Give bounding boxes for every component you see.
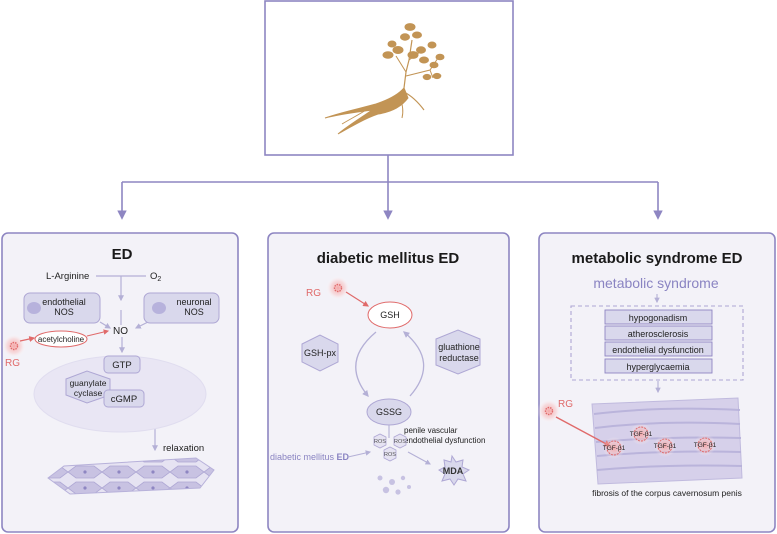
condition-item: atherosclerosis — [628, 329, 689, 339]
gsh-label: GSH — [380, 310, 400, 320]
panel-diabetic-ed — [267, 232, 510, 533]
condition-item: hyperglycaemia — [626, 362, 689, 372]
no-label: NO — [113, 326, 128, 337]
ros-cluster: ROS ROS ROS — [373, 433, 407, 462]
gtp-label: GTP — [112, 360, 132, 371]
rg-glow-icon — [326, 276, 350, 300]
cgmp-label: cGMP — [111, 394, 137, 405]
gtp-node — [103, 355, 141, 374]
metabolic-syndrome-subtitle: metabolic syndrome — [593, 275, 718, 291]
ros-label: ROS — [374, 439, 386, 445]
tgf-b1-label: TGF-β1 — [654, 443, 677, 450]
gsh-px-label: GSH-px — [304, 348, 337, 358]
mda-label: MDA — [443, 466, 464, 476]
rg-glow-icon — [2, 334, 26, 358]
gssg-label: GSSG — [376, 407, 402, 417]
rg-label-ms: RG — [558, 399, 573, 410]
particle-dots — [377, 475, 411, 495]
neuronal-nos-node — [143, 292, 220, 324]
tgf-b1-label: TGF-β1 — [694, 442, 717, 449]
fibrosis-label: fibrosis of the corpus cavernosum penis — [592, 488, 742, 498]
condition-item: endothelial dysfunction — [612, 345, 704, 355]
tgf-b1-label: TGF-β1 — [603, 445, 626, 452]
o2-label: O2 — [150, 271, 161, 283]
diabetic-mellitus-ed-label: diabetic mellitus ED — [270, 452, 350, 462]
gsh-node — [367, 301, 413, 329]
rg-label-ed: RG — [5, 358, 20, 369]
condition-list: hypogonadism atherosclerosis endothelial… — [604, 309, 713, 374]
ros-label: ROS — [394, 439, 406, 445]
ros-label: ROS — [384, 452, 396, 458]
tgf-b1-label: TGF-β1 — [630, 431, 653, 438]
mda-starburst — [438, 454, 471, 486]
panel-title-diabetic-ed: diabetic mellitus ED — [317, 250, 460, 267]
endothelial-nos-node — [23, 292, 101, 324]
condition-item: hypogonadism — [629, 313, 688, 323]
acetylcholine-node — [34, 330, 88, 348]
conditions-dashed-box — [570, 305, 744, 381]
l-arginine-label: L-Arginine — [46, 271, 89, 282]
ginseng-root-icon — [324, 23, 445, 135]
tree-connectors — [117, 155, 663, 220]
gsh-px-node — [301, 334, 339, 372]
rg-label-dm: RG — [306, 288, 321, 299]
relaxation-label: relaxation — [163, 443, 204, 454]
ginseng-box — [264, 0, 514, 156]
smooth-muscle-cells — [47, 457, 215, 495]
metabolic-pathway: metabolic syndrome hypogonadism atherosc… — [537, 275, 744, 498]
cgmp-node — [103, 389, 145, 408]
acetylcholine-label: acetylcholine — [38, 335, 85, 344]
glutathione-reductase-node — [435, 329, 481, 375]
tgf-b1-markers: TGF-β1 TGF-β1 TGF-β1 TGF-β1 — [603, 423, 717, 459]
panel-title-ed: ED — [112, 246, 133, 263]
panel-title-metabolic-ed: metabolic syndrome ED — [572, 250, 743, 267]
rg-glow-icon — [537, 399, 561, 423]
